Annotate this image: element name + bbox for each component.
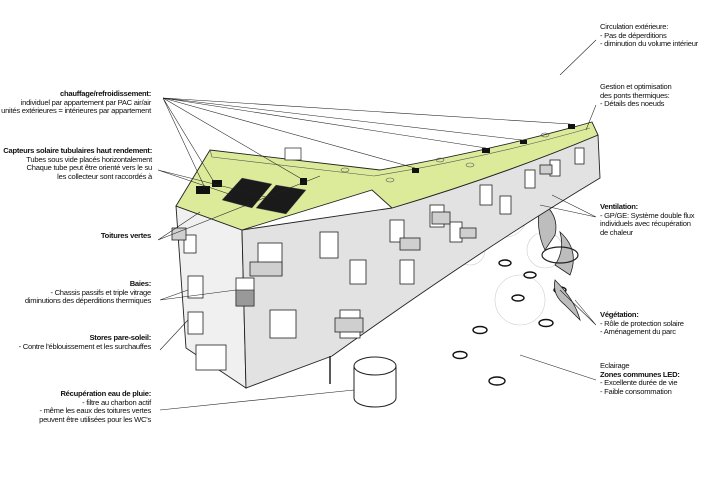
annotation-rainwater: Récupération eau de pluie: - filtre au c…	[39, 389, 151, 424]
annotation-title: Stores pare-soleil:	[89, 333, 151, 342]
annotation-title: Récupération eau de pluie:	[60, 389, 151, 398]
annotation-line: - Chassis passifs et triple vitrage	[50, 287, 151, 297]
rainwater-tank	[353, 356, 397, 408]
annotation-vegetation: Végétation: - Rôle de protection solaire…	[600, 310, 684, 337]
solar-panels	[221, 177, 307, 215]
annotation-line: - Contre l'éblouissement et les surchauf…	[18, 341, 152, 351]
annotation-title: Capteurs solaire tubulaires haut rendeme…	[3, 146, 152, 155]
annotation-line: Chaque tube peut être orienté vers le su	[26, 163, 152, 173]
annotation-line: individuel par appartement par PAC air/a…	[20, 97, 152, 107]
annotation-thermal-bridges: Gestion et optimisation des ponts thermi…	[600, 82, 672, 109]
annotation-line: diminutions des déperditions thermiques	[24, 296, 151, 306]
annotation-line: Tubes sous vide placés horizontalement	[26, 154, 152, 164]
annotation-line: - Pas de déperditions	[600, 30, 667, 40]
annotation-title: Baies:	[129, 279, 152, 288]
balconies	[171, 164, 553, 333]
annotation-title: Circulation extérieure:	[600, 22, 669, 31]
annotation-line: - Faible consommation	[600, 386, 672, 396]
annotation-line: de chaleur	[600, 227, 633, 237]
plaza-lights	[452, 259, 567, 386]
annotation-line: - filtre au charbon actif	[82, 397, 151, 407]
annotation-title-2: Zones communes LED:	[600, 369, 680, 379]
annotation-title: chauffage/refroidissement:	[60, 89, 151, 98]
annotation-line: - diminution du volume intérieur	[600, 39, 698, 49]
annotation-circulation: Circulation extérieure: - Pas de déperdi…	[600, 22, 698, 49]
annotation-heating-cooling: chauffage/refroidissement: individuel pa…	[1, 89, 152, 116]
annotation-line: - GP/GE: Système double flux	[600, 210, 695, 220]
annotation-line: les collecteur sont raccordés à	[57, 171, 152, 181]
annotation-ventilation: Ventilation: - GP/GE: Système double flu…	[600, 202, 695, 237]
annotation-line: - même les eaux des toitures vertes	[39, 406, 151, 416]
annotation-line: - Détails des noeuds	[600, 99, 665, 109]
leader-lines	[157, 39, 597, 411]
annotation-title: Végétation:	[600, 310, 639, 319]
annotation-title: Gestion et optimisation	[600, 82, 672, 91]
annotation-sun-blinds: Stores pare-soleil: - Contre l'éblouisse…	[18, 333, 152, 351]
rooftop-units	[196, 124, 575, 194]
annotation-lighting: Eclairage Zones communes LED: - Excellen…	[600, 361, 680, 396]
annotation-line: individuels avec récupération	[600, 219, 691, 229]
annotation-title: Eclairage	[600, 361, 630, 370]
annotation-line: - Excellente durée de vie	[600, 378, 678, 388]
annotation-windows: Baies: - Chassis passifs et triple vitra…	[24, 279, 152, 306]
annotation-line: - Rôle de protection solaire	[600, 318, 684, 328]
annotation-line: peuvent être utilisées pour les WC's	[39, 414, 151, 424]
annotation-solar-collectors: Capteurs solaire tubulaires haut rendeme…	[3, 146, 152, 181]
annotation-title-2: des ponts thermiques:	[600, 90, 670, 100]
annotation-green-roofs: Toitures vertes	[100, 231, 151, 241]
annotation-line: unités extérieures = intérieures par app…	[1, 106, 151, 116]
annotation-line: - Aménagement du parc	[600, 327, 676, 337]
roof-skylights	[340, 132, 550, 183]
annotation-title: Toitures vertes	[100, 231, 151, 240]
annotation-title: Ventilation:	[600, 202, 638, 211]
